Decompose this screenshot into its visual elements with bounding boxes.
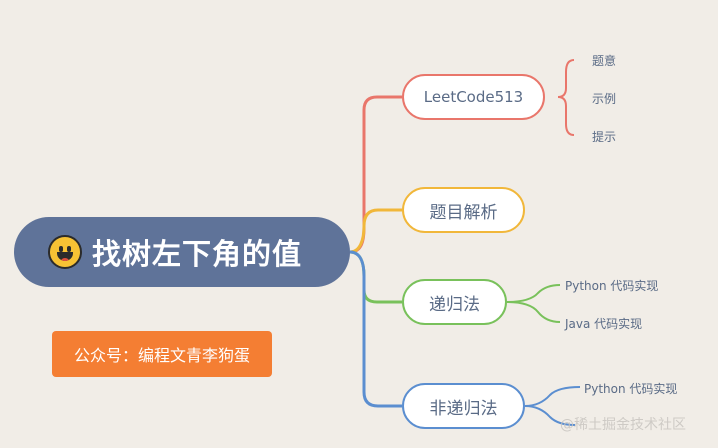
branch-node-iterative[interactable]: 非递归法 (402, 383, 525, 429)
iterative-children-connector (524, 386, 581, 426)
leaf-meaning[interactable]: 题意 (592, 54, 617, 68)
grinning-face-icon (48, 235, 82, 269)
leaf-hint[interactable]: 提示 (592, 130, 617, 144)
branch-label: 递归法 (429, 294, 480, 315)
branch-label: LeetCode513 (423, 88, 524, 106)
wechat-account-badge: 公众号：编程文青李狗蛋 (52, 331, 272, 377)
leetcode-children-brace (557, 59, 575, 136)
branch-connector-1 (349, 95, 402, 254)
branch-label: 题目解析 (429, 202, 498, 223)
branch-connector-4 (349, 250, 402, 408)
leaf-recursive-java[interactable]: Java 代码实现 (565, 317, 643, 331)
root-node[interactable]: 找树左下角的值 (14, 217, 350, 287)
branch-node-analysis[interactable]: 题目解析 (402, 187, 525, 233)
branch-node-recursive[interactable]: 递归法 (402, 279, 507, 325)
branch-connector-2 (349, 208, 402, 254)
branch-connector-3 (349, 250, 402, 304)
leaf-iterative-python[interactable]: Python 代码实现 (584, 382, 678, 396)
leaf-example[interactable]: 示例 (592, 92, 617, 106)
branch-label: 非递归法 (429, 398, 498, 419)
branch-node-leetcode513[interactable]: LeetCode513 (402, 74, 545, 120)
watermark: @稀土掘金技术社区 (560, 417, 686, 433)
leaf-recursive-python[interactable]: Python 代码实现 (565, 279, 659, 293)
root-title: 找树左下角的值 (92, 237, 303, 271)
recursive-children-connector (506, 284, 561, 323)
